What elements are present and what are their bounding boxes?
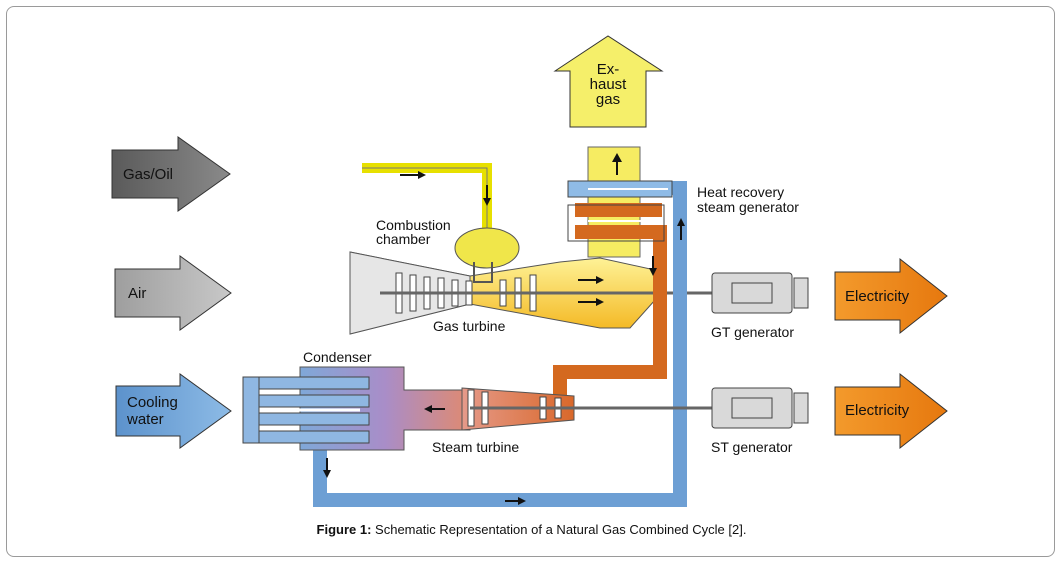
caption-text: Schematic Representation of a Natural Ga… — [371, 522, 747, 537]
electricity-st-arrow: Electricity — [834, 372, 948, 450]
gas-turbine-label: Gas turbine — [433, 318, 506, 334]
exhaust-label-1: Ex- — [597, 61, 620, 78]
figure-caption: Figure 1: Schematic Representation of a … — [0, 522, 1063, 537]
gas-oil-label: Gas/Oil — [123, 166, 173, 183]
hrsg-label-1: Heat recovery — [697, 184, 784, 200]
condenser-label: Condenser — [303, 349, 372, 365]
electricity-st-label: Electricity — [845, 402, 910, 419]
cooling-water-label-1: Cooling — [127, 394, 178, 411]
hrsg-blue-loop — [313, 180, 687, 507]
hrsg-flow-arrows — [323, 218, 685, 505]
electricity-gt-label: Electricity — [845, 288, 910, 305]
st-generator-label: ST generator — [711, 439, 793, 455]
exhaust-label-3: gas — [596, 91, 620, 108]
stack-up-arrow — [612, 153, 622, 175]
gas-oil-arrow: Gas/Oil — [111, 136, 231, 212]
air-arrow: Air — [114, 255, 232, 331]
hrsg-orange-loop — [553, 203, 667, 400]
gt-generator-label: GT generator — [711, 324, 794, 340]
cooling-water-arrow: Cooling water — [115, 373, 232, 449]
combustion-chamber-label-1: Combustion — [376, 217, 451, 233]
gt-generator — [711, 272, 809, 314]
steam-turbine — [461, 387, 720, 431]
fuel-line — [362, 163, 492, 232]
figure-frame — [6, 6, 1055, 557]
cooling-water-label-2: water — [126, 411, 164, 428]
gas-flow-arrows — [578, 276, 604, 306]
hrsg-label-2: steam generator — [697, 199, 799, 215]
exhaust-label-2: haust — [590, 76, 628, 93]
exhaust-gas-arrow: Ex- haust gas — [553, 35, 664, 128]
caption-label: Figure 1: — [316, 522, 372, 537]
steam-turbine-label: Steam turbine — [432, 439, 519, 455]
condenser — [242, 366, 471, 451]
combustion-chamber-label-2: chamber — [376, 231, 431, 247]
gas-turbine — [349, 227, 720, 335]
air-label: Air — [128, 285, 146, 302]
st-generator — [711, 387, 809, 429]
electricity-gt-arrow: Electricity — [834, 257, 948, 335]
